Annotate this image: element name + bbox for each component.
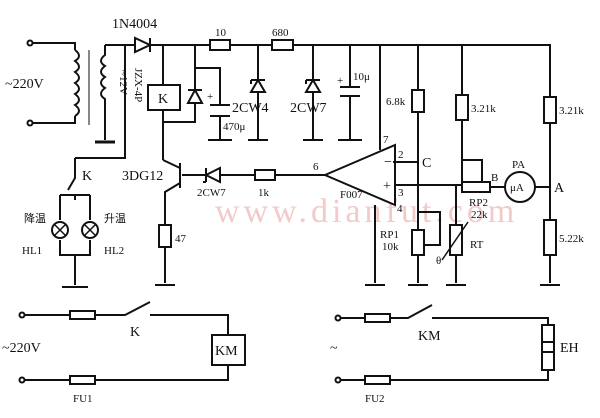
flyback-diode bbox=[186, 80, 204, 115]
mains-label: ~220V bbox=[5, 77, 44, 92]
cap10-plus: + bbox=[337, 75, 343, 87]
pin4: 4 bbox=[397, 203, 403, 215]
relay-label: K bbox=[158, 92, 168, 107]
zener1-label: 2CW4 bbox=[232, 101, 269, 116]
contactor-km bbox=[211, 334, 246, 366]
transformer bbox=[26, 39, 115, 144]
resistor-10-label: 10 bbox=[215, 27, 227, 39]
heater-eh bbox=[541, 324, 555, 371]
rp2-label: RP2 bbox=[469, 197, 488, 209]
noninv-sign: + bbox=[383, 179, 391, 194]
resistor-3.21k-right bbox=[543, 96, 557, 124]
lamp2-text: 升温 bbox=[104, 212, 126, 225]
transistor-label: 3DG12 bbox=[122, 169, 163, 184]
resistor-1k bbox=[254, 169, 276, 181]
node-c-label: C bbox=[422, 156, 431, 171]
diode-label: 1N4004 bbox=[112, 17, 157, 32]
watermark: www.dianfut.com bbox=[215, 193, 518, 230]
resistor-680 bbox=[271, 39, 294, 51]
microammeter-pa bbox=[504, 171, 536, 203]
node-a-label: A bbox=[554, 181, 565, 196]
capacitor-470u bbox=[208, 104, 232, 141]
lamp2-label: HL2 bbox=[104, 245, 124, 257]
zener-2cw7 bbox=[303, 45, 323, 141]
pin3: 3 bbox=[398, 187, 404, 199]
transistor-3dg12 bbox=[162, 159, 181, 225]
rt-label: RT bbox=[470, 239, 484, 251]
r68k-label: 6.8k bbox=[386, 96, 406, 108]
fuse-top-right bbox=[364, 313, 391, 323]
meter-unit: μA bbox=[510, 182, 524, 194]
mains-right-label: ~ bbox=[330, 341, 338, 356]
inv-sign: − bbox=[384, 155, 392, 170]
resistor-3.21k-mid bbox=[455, 94, 469, 121]
resistor-5.22k bbox=[543, 219, 557, 256]
pin7: 7 bbox=[383, 134, 389, 146]
diode-1n4004 bbox=[134, 36, 153, 54]
r321a-label: 3.21k bbox=[471, 103, 496, 115]
cap10-label: 10μ bbox=[353, 71, 370, 83]
resistor-10 bbox=[209, 39, 231, 51]
fu2-label: FU2 bbox=[365, 393, 385, 405]
mains-bottom-label: ~220V bbox=[2, 341, 41, 356]
node-b-label: B bbox=[491, 172, 498, 184]
relay-coil-k bbox=[147, 84, 181, 111]
lamp1-text: 降温 bbox=[24, 211, 46, 225]
resistor-47 bbox=[158, 224, 172, 248]
resistor-6.8k bbox=[411, 89, 425, 113]
zener-2cw7-base bbox=[203, 166, 221, 184]
heater-label: EH bbox=[560, 341, 579, 356]
rp1-label: RP1 bbox=[380, 229, 399, 241]
secondary-label: ~12V bbox=[117, 70, 129, 95]
switch-km-label: KM bbox=[418, 329, 441, 344]
r47-label: 47 bbox=[175, 233, 187, 245]
r1k-label: 1k bbox=[258, 187, 270, 199]
r522-label: 5.22k bbox=[559, 233, 584, 245]
switch-k-label: K bbox=[130, 325, 140, 340]
fuse-fu2 bbox=[364, 375, 391, 385]
lamp1-label: HL1 bbox=[22, 245, 42, 257]
zener-2cw4 bbox=[248, 45, 268, 141]
cap470-label: 470μ bbox=[223, 121, 246, 133]
rp2-val-label: 22k bbox=[471, 209, 488, 221]
rp1-potentiometer bbox=[411, 229, 425, 256]
theta-label: θ bbox=[436, 255, 441, 267]
fuse-top-left bbox=[69, 310, 96, 320]
opamp-label: F007 bbox=[340, 189, 363, 201]
rp2-potentiometer bbox=[461, 181, 491, 193]
meter-label: PA bbox=[512, 159, 525, 171]
pin2: 2 bbox=[398, 149, 404, 161]
top-rail bbox=[105, 44, 551, 283]
lamp-hl1 bbox=[51, 221, 69, 239]
rp1-val-label: 10k bbox=[382, 241, 399, 253]
pin6: 6 bbox=[313, 161, 319, 173]
cap-plus: + bbox=[207, 91, 213, 103]
zener2-label: 2CW7 bbox=[290, 101, 327, 116]
zener3-label: 2CW7 bbox=[197, 187, 226, 199]
fuse-fu1 bbox=[69, 375, 96, 385]
r321b-label: 3.21k bbox=[559, 105, 584, 117]
resistor-680-label: 680 bbox=[272, 27, 289, 39]
fu1-label: FU1 bbox=[73, 393, 93, 405]
relay-contact-label: K bbox=[82, 169, 92, 184]
capacitor-10u bbox=[338, 45, 362, 141]
contactor-label: KM bbox=[215, 344, 238, 359]
lamp-hl2 bbox=[81, 221, 99, 239]
relay-part-label: JZX-4P bbox=[132, 68, 144, 102]
opamp-f007 bbox=[322, 143, 396, 207]
